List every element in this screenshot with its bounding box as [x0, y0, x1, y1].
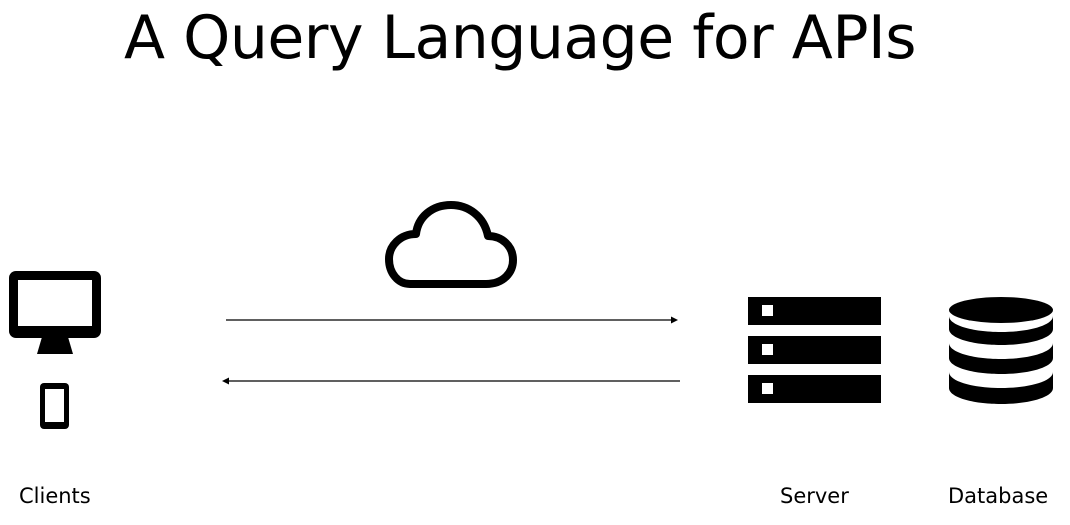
- clients-label: Clients: [19, 484, 91, 508]
- response-arrow: [222, 377, 680, 385]
- diagram-title: A Query Language for APIs: [124, 3, 916, 73]
- database-label: Database: [948, 484, 1049, 508]
- database-icon: [949, 297, 1053, 404]
- server-rack-icon: [748, 297, 881, 403]
- phone-icon: [40, 383, 69, 429]
- request-arrow: [226, 316, 678, 324]
- cloud-icon: [385, 201, 517, 288]
- monitor-icon: [9, 271, 101, 354]
- server-label: Server: [780, 484, 849, 508]
